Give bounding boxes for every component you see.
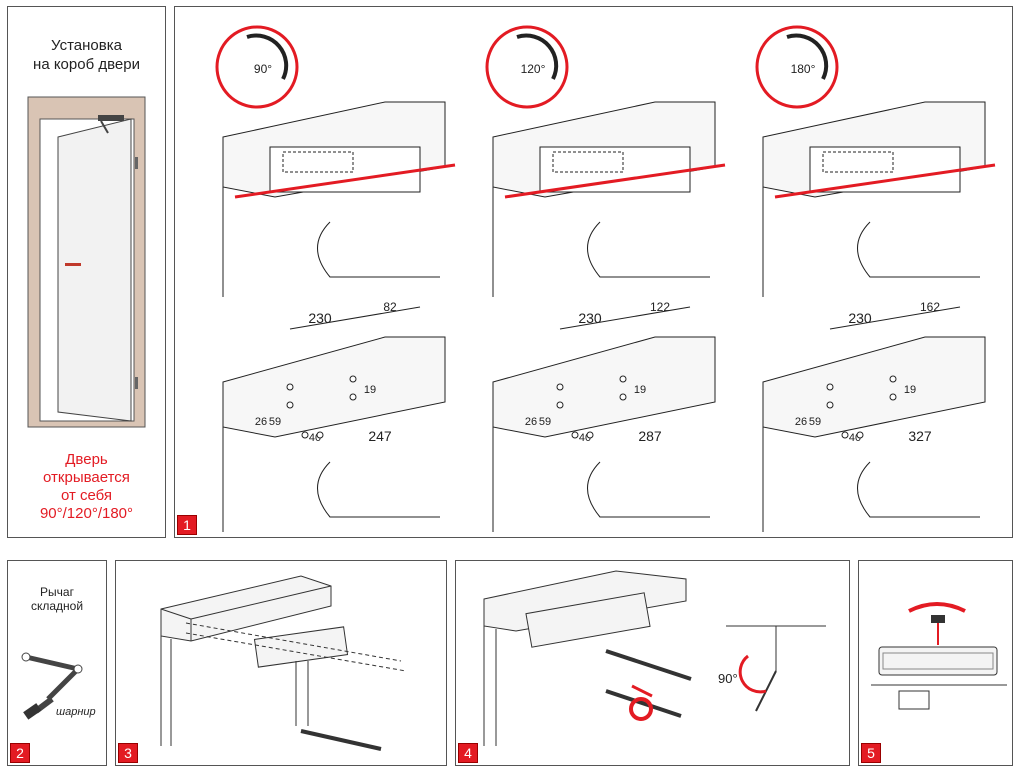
door-note-line2: открывается [43,469,130,486]
dim-230-3: 230 [848,310,872,326]
hole-1-1 [286,383,294,391]
hole-1-3 [349,375,357,383]
body-outline-1 [282,151,354,173]
angle-label-3: 180° [791,62,816,76]
dim-line-top-1 [289,306,421,330]
dim-19-3: 19 [904,384,916,396]
template-sheet-top-1 [269,146,421,193]
step-number-1: 1 [177,515,197,535]
arm-label-line1: Рычаг [40,585,74,599]
door-curve-top-2 [587,221,710,278]
dim-59-2: 59 [539,416,551,428]
panel-3-mount-body: 3 [115,560,447,766]
hole-1-6 [316,431,324,439]
panel-title-line1: Установка [51,37,122,54]
panel-4-drawing: 90° [483,570,826,746]
body-outline-2 [552,151,624,173]
panel-5-adjust: 5 [858,560,1013,766]
dim-offset-2: 122 [650,300,670,314]
door-curve-bottom-2 [587,461,710,518]
hole-1-4 [349,393,357,401]
door-curve-bottom-3 [857,461,980,518]
dim-offset-1: 82 [383,300,397,314]
door-frame-panel: Установка на короб двери Дверь открывает… [7,6,166,538]
step-number-4: 4 [458,743,478,763]
hole-3-3 [889,375,897,383]
panel-4-attach-arm: 90° 4 [455,560,850,766]
hole-3-6 [856,431,864,439]
body-outline-3 [822,151,894,173]
hole-2-5 [571,431,579,439]
dim-230-2: 230 [578,310,602,326]
door-note-line4: 90°/120°/180° [39,505,134,522]
dim-line-top-2 [559,306,691,330]
dim-length-3: 327 [908,428,932,444]
dim-59-1: 59 [269,416,281,428]
hole-2-6 [586,431,594,439]
door-curve-top-1 [317,221,440,278]
red-cut-line-2 [504,163,726,199]
door-note-line1: Дверь [65,451,108,468]
dim-59-3: 59 [809,416,821,428]
step-number-3: 3 [118,743,138,763]
angle-label-2: 120° [521,62,546,76]
dim-length-1: 247 [368,428,392,444]
hole-2-2 [556,401,564,409]
dim-length-2: 287 [638,428,662,444]
hole-1-5 [301,431,309,439]
folding-arm-illustration [21,652,83,720]
arm-label-line2: складной [30,599,84,613]
door-illustration [27,96,146,428]
panel-2-folding-arm: Рычаг складной шарнир 2 [7,560,107,766]
angle-arc-2 [516,33,559,80]
dim-26-2: 26 [525,416,537,428]
hole-3-1 [826,383,834,391]
angle-badge-2 [485,25,569,109]
template-sheet-top-2 [539,146,691,193]
angle-arc-3 [786,33,829,80]
dim-line-top-3 [829,306,961,330]
dim-offset-3: 162 [920,300,940,314]
template-sheet-top-3 [809,146,961,193]
hole-2-3 [619,375,627,383]
angle-badge-1 [215,25,299,109]
door-curve-top-3 [857,221,980,278]
dim-26-3: 26 [795,416,807,428]
hinge-label: шарнир [56,706,96,718]
angle-90-label: 90° [718,671,738,686]
hole-1-2 [286,401,294,409]
dim-26-1: 26 [255,416,267,428]
dim-19-1: 19 [364,384,376,396]
step-number-2: 2 [10,743,30,763]
red-cut-line-1 [234,163,456,199]
hole-3-5 [841,431,849,439]
angle-arc-1 [246,33,289,80]
hole-3-4 [889,393,897,401]
door-curve-bottom-1 [317,461,440,518]
dim-230-1: 230 [308,310,332,326]
hole-2-4 [619,393,627,401]
red-cut-line-3 [774,163,996,199]
angle-label-1: 90° [254,62,272,76]
angle-badge-3 [755,25,839,109]
panel-3-drawing [160,575,407,751]
panel-title-line2: на короб двери [33,56,140,73]
hole-3-2 [826,401,834,409]
hole-2-1 [556,383,564,391]
panel-5-drawing [871,602,1007,710]
dim-19-2: 19 [634,384,646,396]
door-note-line3: от себя [60,487,113,504]
step-number-5: 5 [861,743,881,763]
